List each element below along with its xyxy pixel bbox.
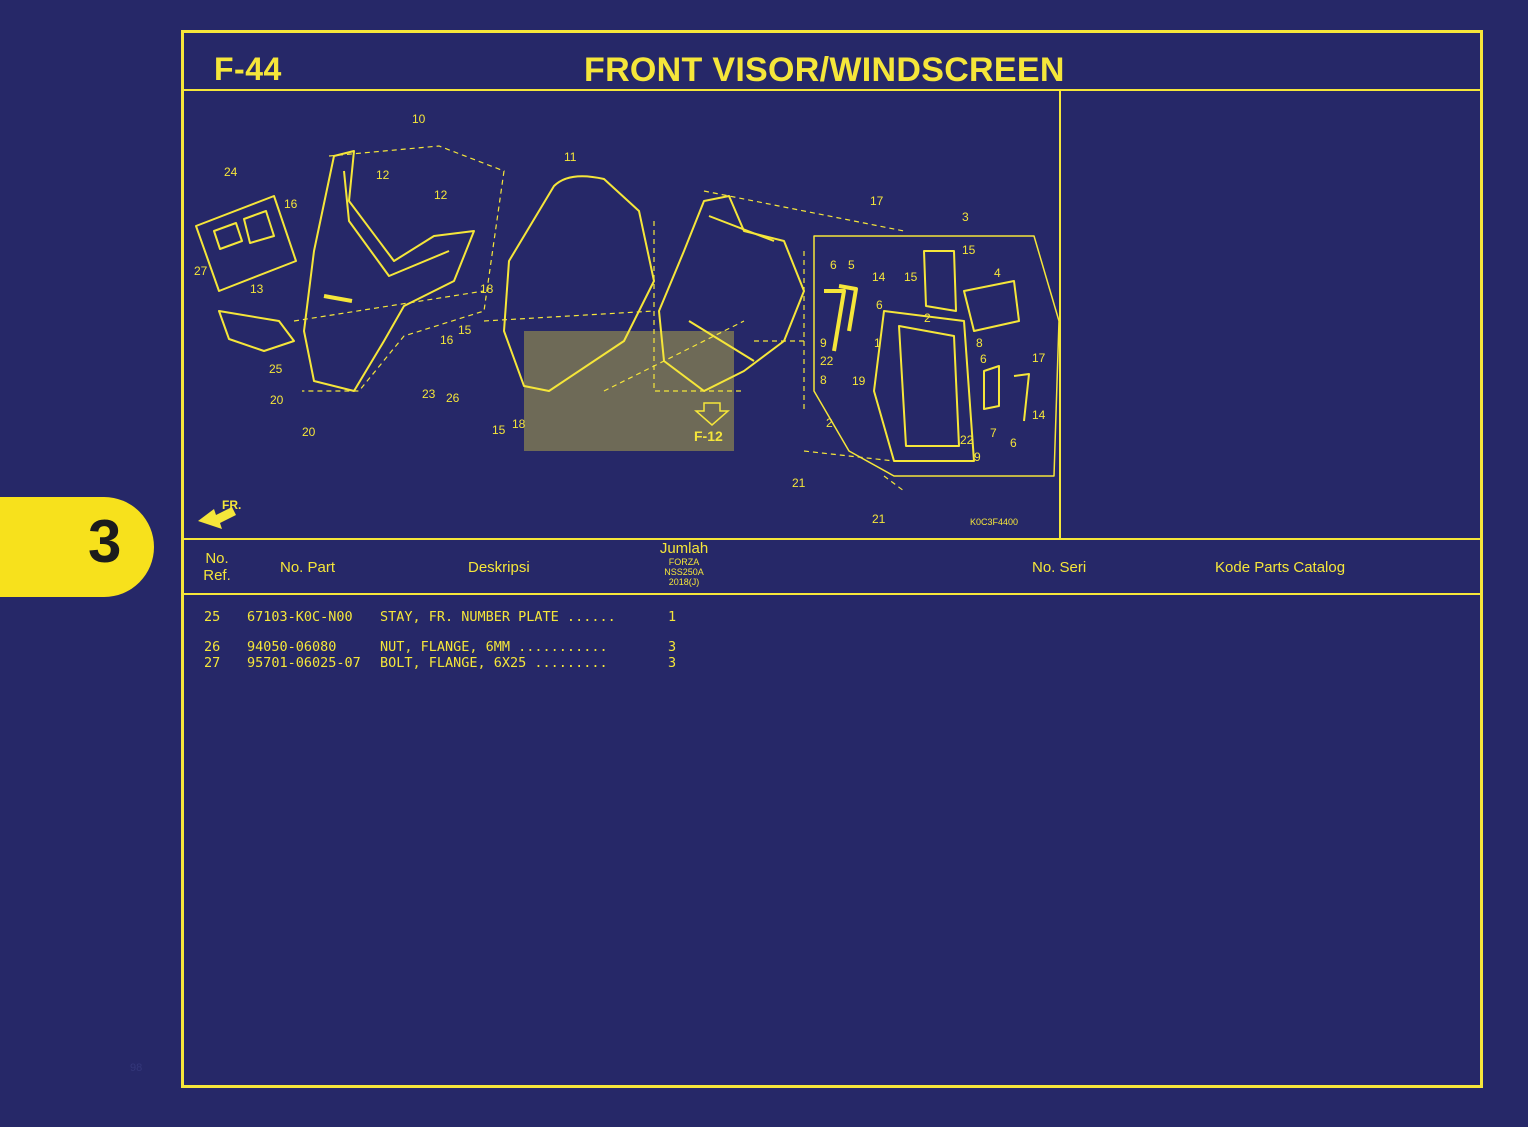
row-ref: 25 xyxy=(204,609,221,625)
callout-9: 9 xyxy=(820,336,827,350)
callout-6: 6 xyxy=(876,298,883,312)
callout-15: 15 xyxy=(962,243,976,257)
callout-24: 24 xyxy=(224,165,238,179)
row-description: NUT, FLANGE, 6MM ........... xyxy=(380,639,608,655)
col-kode: Kode Parts Catalog xyxy=(1215,559,1346,576)
callout-6: 6 xyxy=(1010,436,1017,450)
callout-18: 18 xyxy=(512,417,526,431)
reference-arrow-icon xyxy=(694,402,730,426)
col-ref-line2: Ref. xyxy=(203,567,231,584)
callout-26: 26 xyxy=(446,391,460,405)
col-qty-label: Jumlah xyxy=(659,540,709,557)
callout-22: 22 xyxy=(820,354,834,368)
figure-code: F-44 xyxy=(214,51,282,87)
section-tab: 3 xyxy=(0,497,154,597)
page-number: 98 xyxy=(130,1062,143,1074)
callout-20: 20 xyxy=(270,393,284,407)
bracket-frame-part xyxy=(658,195,805,392)
callout-12: 12 xyxy=(434,188,448,202)
table-row: 26 94050-06080 NUT, FLANGE, 6MM ........… xyxy=(184,639,1480,657)
callout-8: 8 xyxy=(976,336,983,350)
callout-5: 5 xyxy=(848,258,855,272)
col-ref-line1: No. xyxy=(205,550,229,567)
diagram-code: K0C3F4400 xyxy=(970,517,1018,527)
callout-14: 14 xyxy=(1032,408,1046,422)
row-part-number: 67103-K0C-N00 xyxy=(247,609,353,625)
callout-17: 17 xyxy=(870,194,884,208)
callout-23: 23 xyxy=(422,387,436,401)
callout-16: 16 xyxy=(440,333,454,347)
catalog-page-frame: F-44 FRONT VISOR/WINDSCREEN xyxy=(181,30,1483,1088)
callout-2: 2 xyxy=(924,311,931,325)
callout-20: 20 xyxy=(302,425,316,439)
callout-8: 8 xyxy=(820,373,827,387)
windscreen-part xyxy=(503,175,655,392)
front-direction-arrow-icon xyxy=(198,507,236,529)
callout-11: 11 xyxy=(564,150,577,164)
callout-7: 7 xyxy=(990,426,997,440)
callout-15: 15 xyxy=(904,270,918,284)
callout-16: 16 xyxy=(284,197,298,211)
callout-13: 13 xyxy=(250,282,264,296)
row-quantity: 1 xyxy=(668,609,677,625)
callout-15: 15 xyxy=(458,323,472,337)
stay-part xyxy=(218,310,295,352)
col-part: No. Part xyxy=(280,559,336,576)
col-qty-model2: NSS250A xyxy=(664,567,704,577)
callout-1: 1 xyxy=(874,336,881,350)
callout-27: 27 xyxy=(194,264,208,278)
row-quantity: 3 xyxy=(668,639,677,655)
table-row: 27 95701-06025-07 BOLT, FLANGE, 6X25 ...… xyxy=(184,655,1480,673)
callout-17: 17 xyxy=(1032,351,1046,365)
col-ref: No. Ref. xyxy=(194,550,240,584)
col-qty-model1: FORZA xyxy=(668,557,700,567)
page-title: FRONT VISOR/WINDSCREEN xyxy=(584,51,1065,89)
row-part-number: 95701-06025-07 xyxy=(247,655,361,671)
callout-4: 4 xyxy=(994,266,1001,280)
front-cover-part xyxy=(303,150,475,392)
callout-21: 21 xyxy=(872,512,886,526)
col-desc: Deskripsi xyxy=(468,559,530,576)
callout-2: 2 xyxy=(826,416,833,430)
row-description: STAY, FR. NUMBER PLATE ...... xyxy=(380,609,616,625)
row-ref: 27 xyxy=(204,655,221,671)
col-qty-model3: 2018(J) xyxy=(668,577,700,587)
row-description: BOLT, FLANGE, 6X25 ......... xyxy=(380,655,608,671)
callout-14: 14 xyxy=(872,270,886,284)
callout-18: 18 xyxy=(480,282,494,296)
motor-assembly-part xyxy=(873,310,975,462)
motor-assembly-group xyxy=(813,235,1059,477)
callout-3: 3 xyxy=(962,210,969,224)
callout-22: 22 xyxy=(960,433,974,447)
callout-19: 19 xyxy=(852,374,866,388)
row-part-number: 94050-06080 xyxy=(247,639,337,655)
callout-10: 10 xyxy=(412,112,426,126)
section-number: 3 xyxy=(88,508,122,575)
callout-6: 6 xyxy=(830,258,837,272)
table-row: 25 67103-K0C-N00 STAY, FR. NUMBER PLATE … xyxy=(184,609,1480,627)
callout-12: 12 xyxy=(376,168,390,182)
diagram-blank-panel xyxy=(1061,91,1480,540)
callout-9: 9 xyxy=(974,450,981,464)
number-plate-part xyxy=(195,195,297,292)
callout-6: 6 xyxy=(980,352,987,366)
callout-15: 15 xyxy=(492,423,506,437)
callout-21: 21 xyxy=(792,476,806,490)
row-ref: 26 xyxy=(204,639,221,655)
callout-25: 25 xyxy=(269,362,283,376)
row-quantity: 3 xyxy=(668,655,677,671)
col-seri: No. Seri xyxy=(1032,559,1087,576)
col-qty: Jumlah FORZA NSS250A 2018(J) xyxy=(639,540,729,587)
page-header: F-44 FRONT VISOR/WINDSCREEN xyxy=(184,33,1480,91)
table-header: No. Ref. No. Part Deskripsi Jumlah FORZA… xyxy=(184,540,1480,595)
figure-reference: F-12 xyxy=(694,428,723,444)
fr-label: FR. xyxy=(222,498,241,512)
